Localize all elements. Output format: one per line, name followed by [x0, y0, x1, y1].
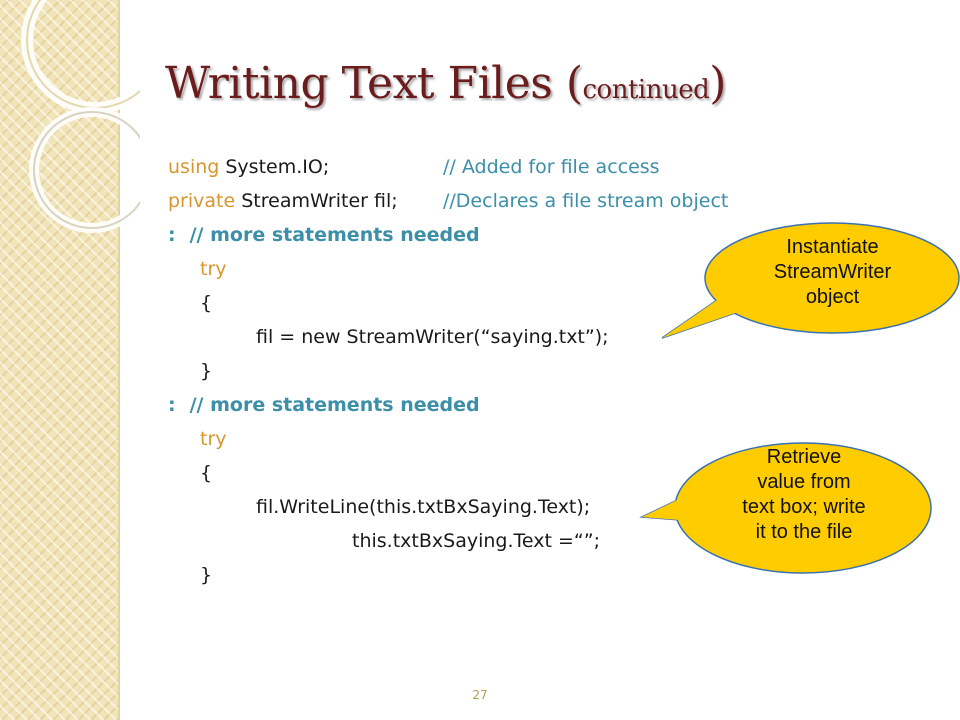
code-comment: // Added for file access [443, 156, 660, 178]
code-line-6: fil = new StreamWriter(“saying.txt”); [168, 320, 808, 354]
code-brace-close: } [200, 360, 213, 382]
callout-line: object [805, 286, 860, 308]
code-prefix: : [168, 224, 176, 246]
decorative-circles [21, 0, 140, 233]
code-line-7: } [168, 354, 808, 388]
code-line-1: using System.IO; // Added for file acces… [168, 150, 808, 184]
code-block: using System.IO; // Added for file acces… [168, 150, 808, 592]
title-close: ) [709, 58, 726, 109]
code-line-4: try [168, 252, 808, 286]
code-line-8: : // more statements needed [168, 388, 808, 422]
code-text: StreamWriter fil; [235, 190, 398, 212]
keyword-try: try [200, 258, 227, 280]
code-text: this.txtBxSaying.Text =“”; [352, 530, 600, 552]
code-line-3: : // more statements needed [168, 218, 808, 252]
code-comment: //Declares a file stream object [443, 190, 729, 212]
callout-line: value from [757, 471, 851, 493]
page-number: 27 [472, 688, 488, 702]
code-line-2: private StreamWriter fil; //Declares a f… [168, 184, 808, 218]
code-line-12: this.txtBxSaying.Text =“”; [168, 524, 808, 558]
title-main: Writing Text Files ( [165, 58, 583, 109]
callout-instantiate-text: Instantiate StreamWriter object [745, 235, 920, 310]
code-text: System.IO; [219, 156, 330, 178]
code-line-11: fil.WriteLine(this.txtBxSaying.Text); [168, 490, 808, 524]
callout-line: it to the file [755, 521, 853, 543]
callout-bubble-shape [639, 442, 932, 574]
code-text: fil.WriteLine(this.txtBxSaying.Text); [256, 496, 591, 518]
code-line-13: } [168, 558, 808, 592]
callout-line: Instantiate [786, 236, 879, 258]
slide-title: Writing Text Files (continued) [165, 58, 726, 109]
code-line-5: { [168, 286, 808, 320]
callout-line: StreamWriter [773, 261, 892, 283]
code-text: fil = new StreamWriter(“saying.txt”); [256, 326, 609, 348]
code-brace-open: { [200, 462, 213, 484]
callout-instantiate: Instantiate StreamWriter object [640, 200, 960, 360]
code-prefix: : [168, 394, 176, 416]
callout-retrieve-text: Retrieve value from text box; write it t… [715, 445, 893, 545]
keyword-using: using [168, 156, 220, 178]
code-comment-strong: // more statements needed [189, 394, 480, 416]
callout-retrieve: Retrieve value from text box; write it t… [630, 405, 960, 585]
callout-line: text box; write [742, 496, 866, 518]
code-brace-open: { [200, 292, 213, 314]
keyword-try: try [200, 428, 227, 450]
code-line-10: { [168, 456, 808, 490]
code-line-9: try [168, 422, 808, 456]
keyword-private: private [168, 190, 236, 212]
callout-bubble-shape [661, 222, 960, 339]
title-continued: continued [582, 75, 710, 105]
code-comment-strong: // more statements needed [189, 224, 480, 246]
code-brace-close: } [200, 564, 213, 586]
callout-line: Retrieve [766, 446, 842, 468]
